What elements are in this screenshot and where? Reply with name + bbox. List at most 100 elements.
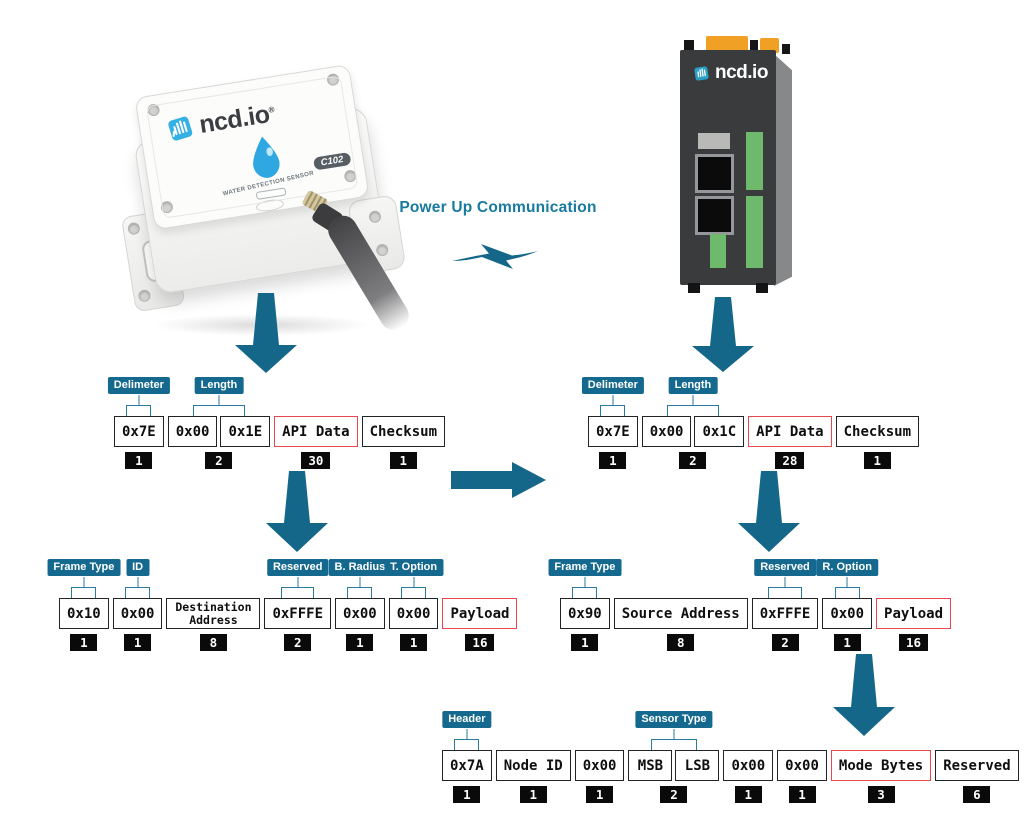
gateway-label-plate (698, 133, 730, 149)
ncd-logo-hand-icon (694, 65, 709, 81)
field-label-area (777, 711, 827, 728)
down-arrow-icon (692, 297, 754, 372)
field-label-area (831, 711, 931, 728)
byte-count-badge: 1 (571, 634, 599, 651)
ethernet-port (695, 196, 734, 235)
field-label-chip: ID (126, 559, 150, 576)
bracket-area (748, 394, 831, 416)
byte-field-group: Reserved 6 (935, 711, 1019, 803)
field-label-chip: B. Radius (328, 559, 392, 576)
field-label-area: ID (113, 559, 163, 576)
field-label-chip: T. Option (384, 559, 444, 576)
byte-box: 0x7A (442, 750, 492, 781)
byte-boxes: Payload (442, 598, 518, 629)
byte-count-area: 2 (642, 452, 744, 469)
byte-box: 0xFFFE (751, 598, 819, 629)
bracket-area (113, 576, 163, 598)
byte-field-group: API Data 28 (748, 377, 832, 469)
byte-count-area: 1 (588, 452, 638, 469)
bracket-line (768, 587, 802, 598)
byte-count-area: 28 (748, 452, 831, 469)
ncd-logo-hand-icon (168, 116, 193, 141)
registered-mark: ® (267, 104, 275, 115)
byte-boxes: Source Address (613, 598, 748, 629)
bracket-area (59, 576, 109, 598)
field-label-area (748, 377, 831, 394)
bracket-area (628, 728, 719, 750)
field-label-area (836, 377, 919, 394)
bracket-area (752, 576, 819, 598)
byte-box: 0x00 (822, 598, 873, 629)
byte-box: Reserved (935, 750, 1019, 781)
byte-boxes: Checksum (361, 416, 446, 447)
byte-boxes: 0xFFFE (264, 598, 332, 629)
down-arrow-icon (266, 471, 328, 552)
field-label-area (935, 711, 1018, 728)
screw-icon (160, 200, 174, 215)
byte-box: 0x7E (588, 416, 638, 447)
field-label-area: Frame Type (47, 559, 121, 576)
field-label-area: Frame Type (548, 559, 622, 576)
byte-boxes: 0x7E (114, 416, 164, 447)
byte-box: Mode Bytes (830, 750, 932, 781)
bracket-area (442, 728, 492, 750)
byte-count-area: 3 (831, 786, 931, 803)
byte-count-area: 1 (822, 634, 872, 651)
byte-boxes: API Data (274, 416, 358, 447)
byte-boxes: Destination Address (166, 598, 261, 629)
field-label-chip: Frame Type (548, 559, 622, 576)
field-label-area (496, 711, 571, 728)
byte-count-area: 1 (575, 786, 625, 803)
bracket-area (362, 394, 445, 416)
byte-count-badge: 1 (586, 786, 614, 803)
byte-count-area: 1 (113, 634, 163, 651)
byte-count-badge: 6 (963, 786, 991, 803)
screw-icon (146, 103, 161, 117)
bracket-area (560, 576, 610, 598)
byte-count-badge: 8 (667, 634, 695, 651)
byte-boxes: 0x00 (335, 598, 385, 629)
field-label-area: Length (642, 377, 744, 394)
screw-icon (368, 209, 382, 224)
byte-boxes: 0xFFFE (751, 598, 819, 629)
lightning-bolt-icon (452, 244, 538, 269)
byte-boxes: 0x10 (59, 598, 109, 629)
bracket-area (114, 394, 164, 416)
byte-box: LSB (675, 750, 720, 781)
byte-box: Node ID (495, 750, 571, 781)
byte-count-area: 2 (752, 634, 819, 651)
byte-count-badge: 1 (833, 634, 861, 651)
byte-count-badge: 1 (346, 634, 374, 651)
sensor-device: ncd.io® WATER DETECTION SENSOR C102 (118, 63, 414, 336)
field-label-area (876, 559, 951, 576)
bracket-line (667, 405, 719, 416)
byte-count-badge: 8 (199, 634, 227, 651)
screw-icon (126, 221, 141, 236)
gateway-top-nub (750, 40, 758, 50)
byte-count-badge: 1 (125, 452, 153, 469)
bracket-area (496, 728, 571, 750)
byte-count-area: 2 (168, 452, 270, 469)
byte-count-area: 2 (264, 634, 331, 651)
byte-count-badge: 28 (775, 452, 805, 469)
field-label-area (166, 559, 260, 576)
bracket-line (347, 587, 373, 598)
byte-box: MSB (628, 750, 673, 781)
byte-box: 0xFFFE (264, 598, 332, 629)
byte-box: Source Address (613, 598, 748, 629)
byte-boxes: API Data (748, 416, 832, 447)
byte-box: Destination Address (166, 598, 261, 629)
field-label-area: Delimeter (107, 377, 170, 394)
